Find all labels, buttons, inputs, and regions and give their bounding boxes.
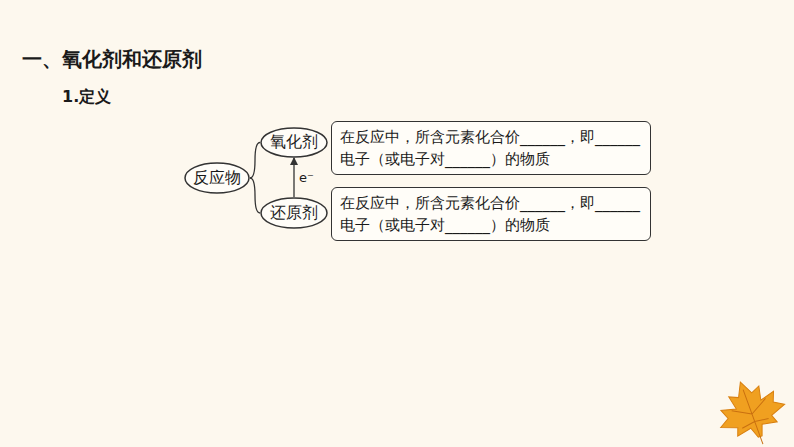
node-text: 反应物 [193,168,241,189]
node-text: 在反应中，所含元素化合价______，即______电子（或电子对______）… [340,192,642,236]
ellipse-node: 氧化剂 [260,127,328,158]
edge-label: e⁻ [298,171,315,185]
node-text: 氧化剂 [270,132,318,153]
node-text: 在反应中，所含元素化合价______，即______电子（或电子对______）… [340,126,642,170]
definition-box: 在反应中，所含元素化合价______，即______电子（或电子对______）… [331,121,651,175]
section-label: 1.定义 [62,87,111,108]
ellipse-node: 反应物 [184,162,250,194]
bracket-line [250,178,260,213]
title: 一、氧化剂和还原剂 [22,46,202,73]
maple-leaf-shape [708,370,794,447]
ellipse-node: 还原剂 [260,197,328,229]
node-text: 还原剂 [270,203,318,224]
definition-box: 在反应中，所含元素化合价______，即______电子（或电子对______）… [331,187,651,241]
electron-arrow [293,158,294,197]
bracket-line [250,143,260,179]
